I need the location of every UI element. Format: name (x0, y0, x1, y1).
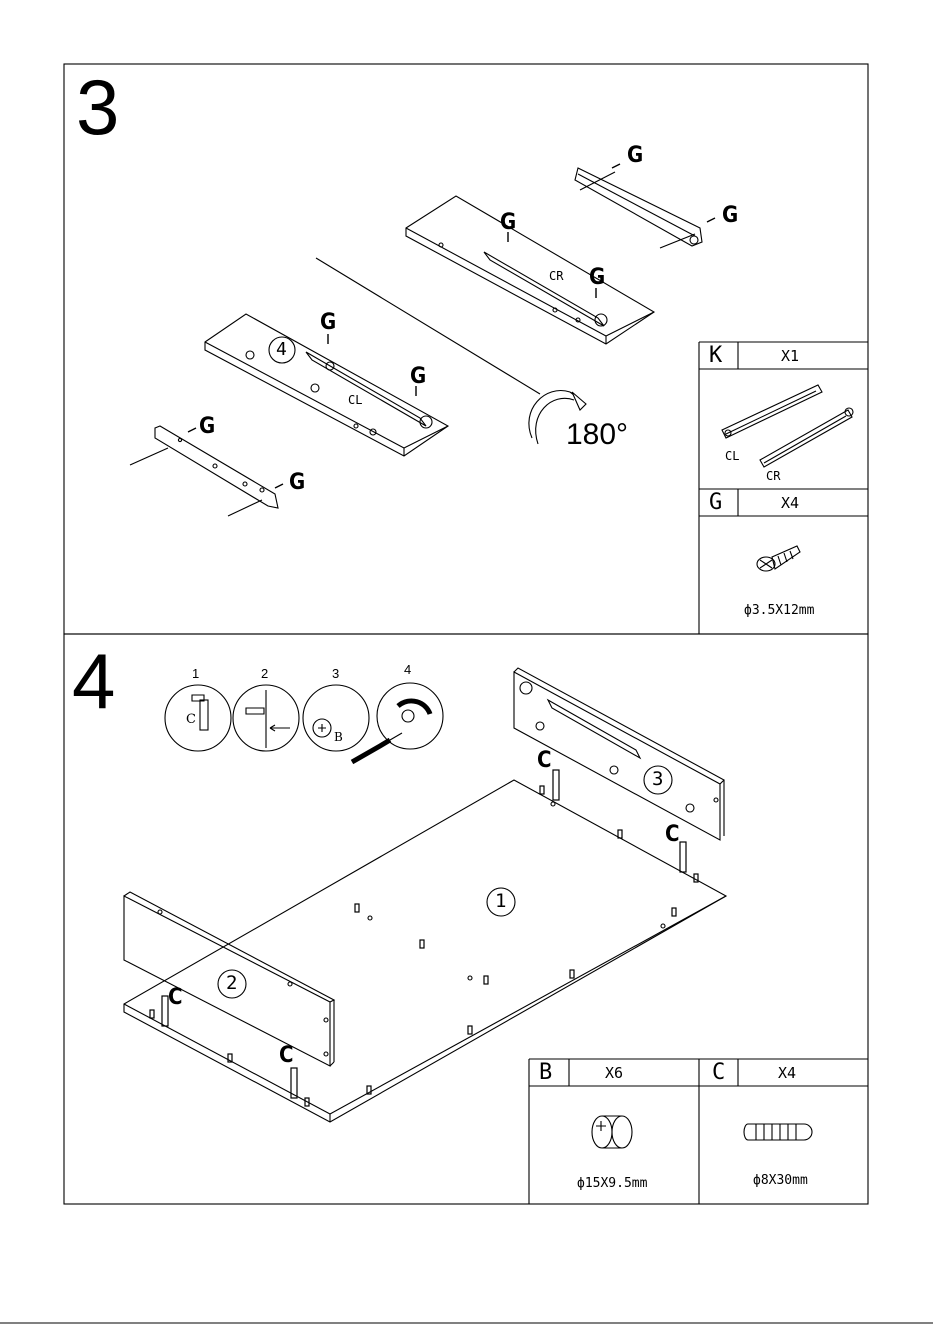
c-label: C (665, 822, 680, 847)
step4-panel-1-number: 1 (495, 890, 506, 912)
rotation-label: 180° (566, 418, 628, 452)
cr-rail-label: CR (549, 269, 563, 283)
g-label: G (410, 364, 426, 389)
substep-3-b-label: B (334, 730, 343, 744)
cl-rail-label: CL (348, 393, 362, 407)
c-dowel-icon (744, 1124, 812, 1140)
step3-rail-cr-loose (575, 168, 702, 248)
c-label: C (168, 985, 183, 1010)
substep-1-number: 1 (192, 666, 199, 681)
part-b-count: X6 (605, 1064, 623, 1082)
step3-panel-right (406, 196, 654, 344)
c-label: C (279, 1043, 294, 1068)
step3-parts-box (699, 342, 868, 634)
k-slide-rails-icon (722, 385, 853, 467)
step3-flip-guide-line (316, 258, 540, 394)
part-g-count: X4 (781, 494, 799, 512)
substep-2-number: 2 (261, 666, 268, 681)
g-label: G (289, 470, 305, 495)
step3-panel-number: 4 (276, 339, 287, 360)
substep-1-c-label: C (186, 712, 196, 727)
step4-panel-3-number: 3 (652, 768, 663, 790)
step4-frame (64, 634, 868, 1204)
g-screw-icon (757, 546, 800, 571)
part-c-dimension: ф8X30mm (753, 1173, 808, 1188)
part-c-letter: C (712, 1060, 725, 1085)
substep-4-number: 4 (404, 662, 411, 677)
part-b-letter: B (539, 1060, 552, 1085)
step4-panel-2-number: 2 (226, 972, 237, 994)
g-label: G (722, 203, 738, 228)
part-c-count: X4 (778, 1064, 796, 1082)
g-label: G (320, 310, 336, 335)
step-number-4: 4 (72, 642, 115, 720)
part-k-cr-label: CR (766, 469, 780, 483)
g-label: G (589, 265, 605, 290)
part-g-letter: G (709, 490, 722, 515)
part-g-dimension: ф3.5X12mm (744, 603, 814, 618)
c-label: C (537, 748, 552, 773)
part-k-count: X1 (781, 347, 799, 365)
step4-substep-circles (165, 683, 443, 762)
substep-3-number: 3 (332, 666, 339, 681)
g-label: G (199, 414, 215, 439)
b-cam-lock-icon (592, 1116, 632, 1148)
g-label: G (627, 143, 643, 168)
part-b-dimension: ф15X9.5mm (577, 1176, 647, 1191)
step3-rail-cl-loose (130, 426, 278, 516)
step4-dowels (150, 770, 698, 1106)
part-k-cl-label: CL (725, 449, 739, 463)
g-label: G (500, 210, 516, 235)
part-k-letter: K (709, 343, 722, 368)
step4-panel-1 (124, 780, 726, 1122)
step-number-3: 3 (76, 68, 119, 146)
